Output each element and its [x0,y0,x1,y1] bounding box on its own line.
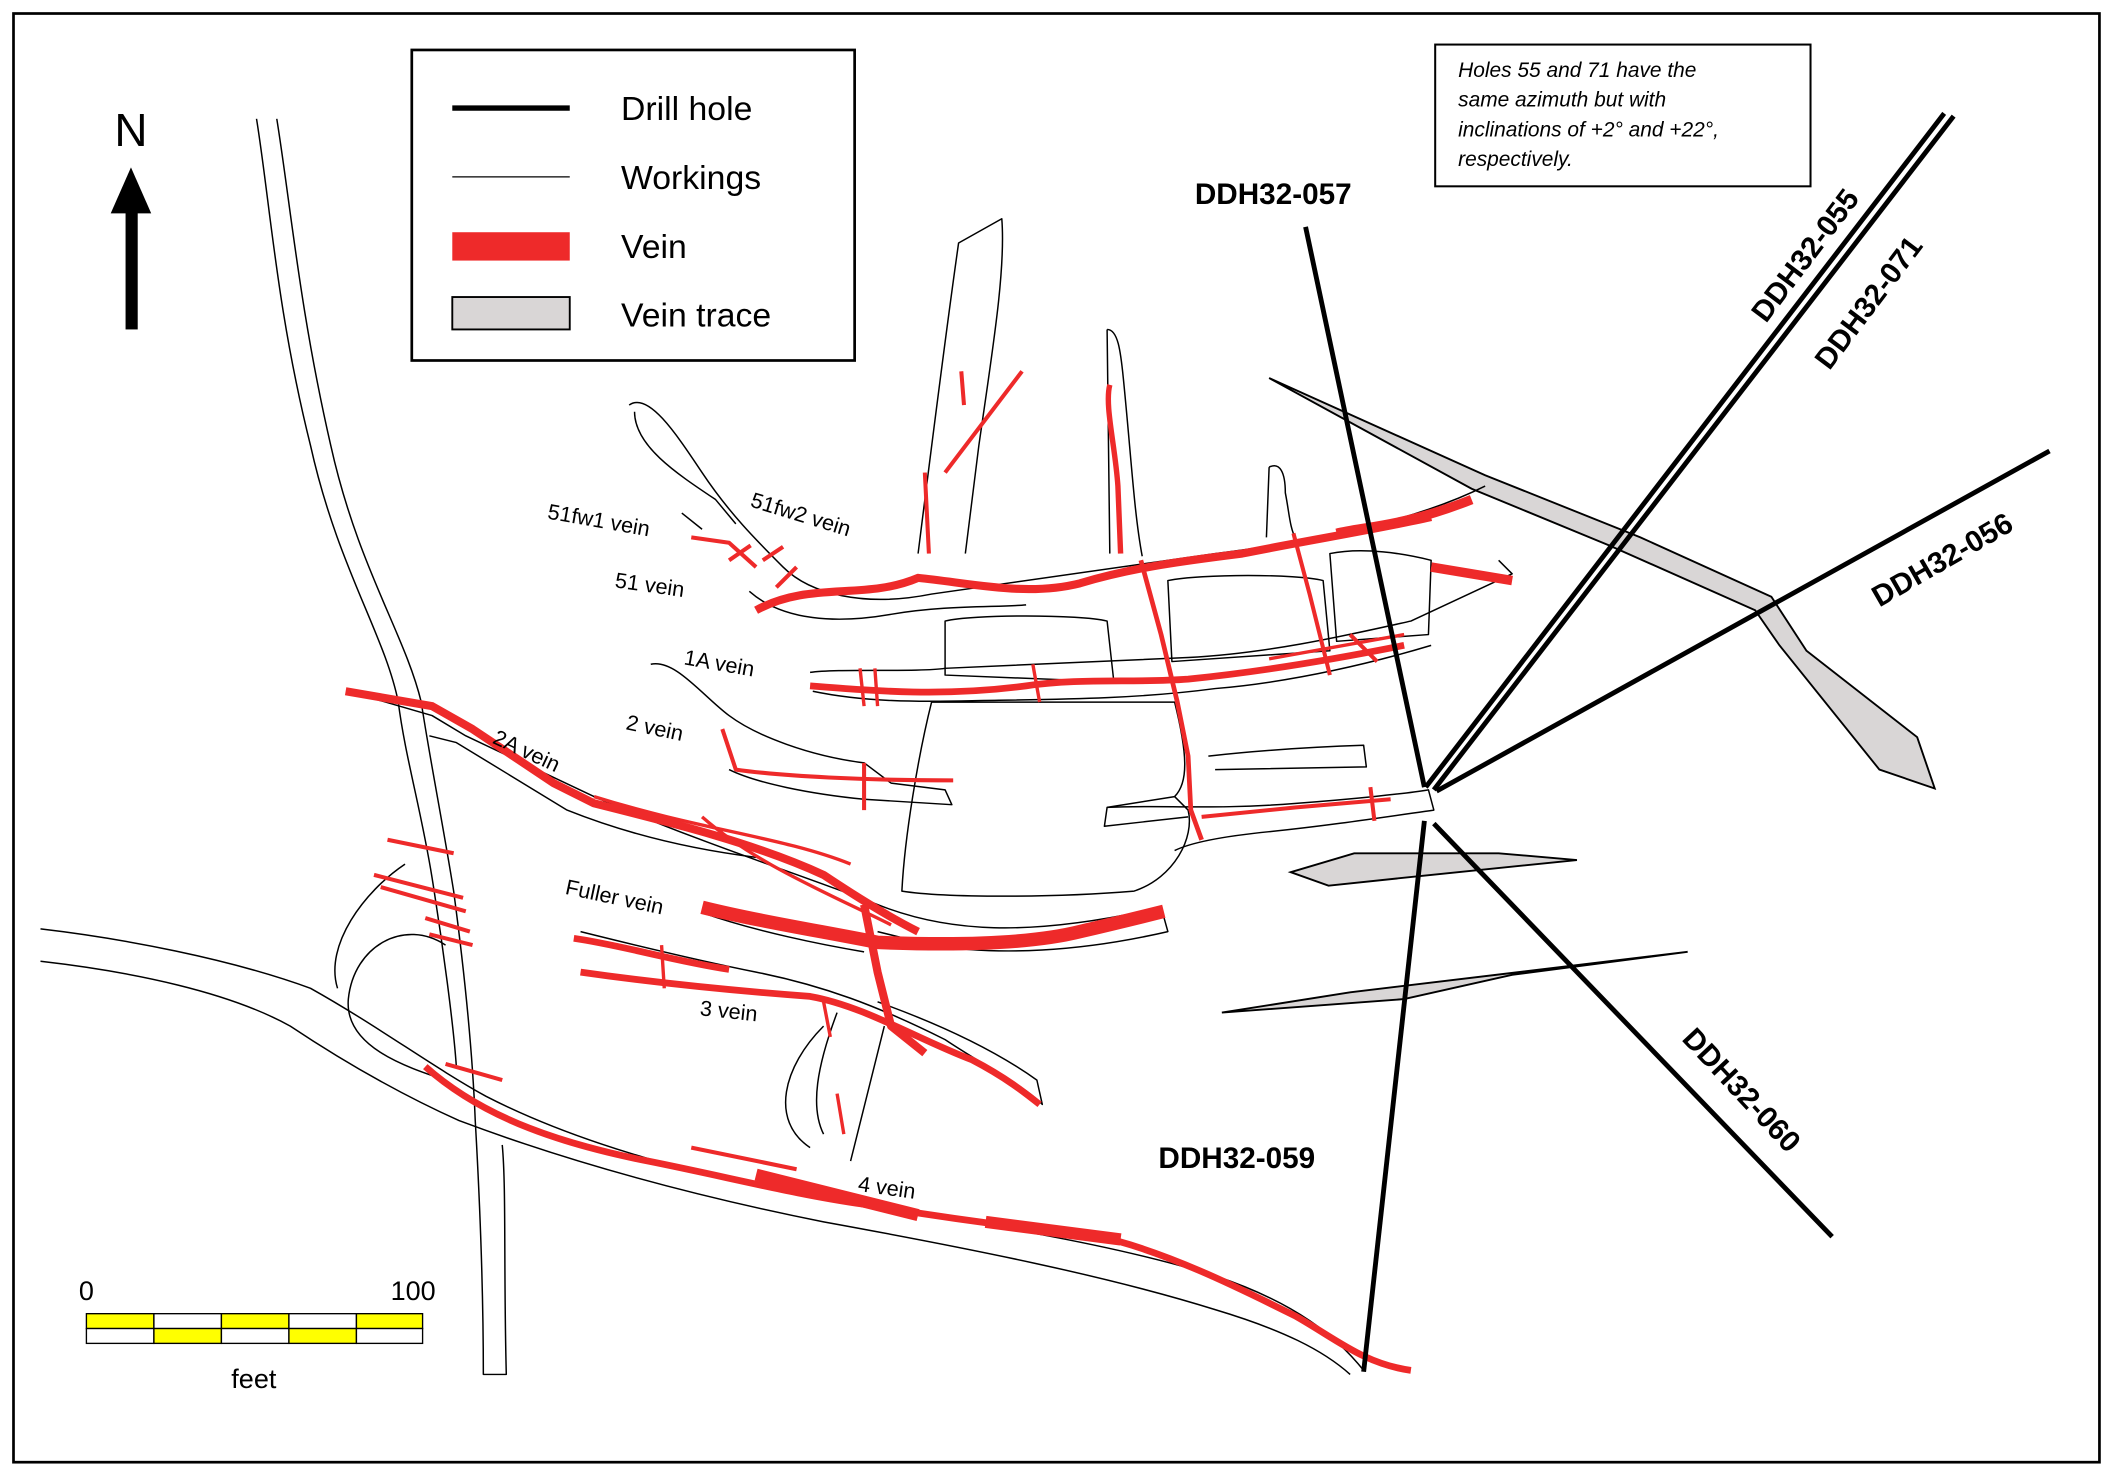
drill-hole-057 [1303,226,1427,788]
vein-east-drift [1201,786,1391,822]
main-drift-east [276,118,508,1376]
vein-4-branch [690,1145,797,1172]
drift-51 [628,401,1486,620]
note-line-3: inclinations of +2° and +22°, [1458,118,1719,141]
north-arrow: N [110,104,152,330]
drill-hole-056 [1435,448,2051,794]
central-room [901,701,1191,897]
north-arrow-shaft [125,202,138,330]
drill-hole-055 [1423,111,1947,789]
west-drift-lower [40,960,1351,1375]
raise-north-1 [917,217,1004,554]
raise-south [815,1012,886,1162]
drill-hole-071 [1431,114,1956,792]
vein-4-swell [754,1168,1122,1246]
vein-trace-2 [1287,852,1578,887]
vein-51fw [690,535,799,589]
legend-drill-hole-label: Drill hole [621,90,752,128]
vein-1a [809,642,1405,696]
map-border [12,12,2101,1464]
legend-workings-label: Workings [621,159,761,197]
scale-min-label: 0 [79,1276,94,1306]
vein-1a-cross [858,632,1405,707]
vein-51 [754,513,1433,614]
note-box: Holes 55 and 71 have the same azimuth bu… [1434,43,1812,188]
north-label: N [114,104,147,156]
north-arrow-head [110,167,152,214]
label-ddh32-057: DDH32-057 [1195,178,1352,211]
note-line-4: respectively. [1458,148,1573,171]
drill-holes [1303,111,2051,1373]
vein-cross-ns [1138,559,1204,841]
vein-2 [720,728,954,811]
label-3-vein: 3 vein [699,995,759,1026]
legend-vein-trace-label: Vein trace [621,297,771,335]
drill-hole-060 [1432,821,1834,1239]
vein-4 [423,1064,1412,1374]
vein-3-cross [659,944,846,1135]
loop-drift [334,863,446,1081]
crosscut-2a [348,690,1169,952]
vein-raise-2 [1105,384,1124,554]
scale-unit-label: feet [231,1364,277,1394]
veins [344,370,1513,1374]
drill-hole-059 [1361,820,1427,1373]
drift-3-loop [785,1025,825,1149]
vein-west-cross [373,837,503,1083]
drift-east [1107,744,1435,852]
raise-north-2 [1106,328,1143,557]
vein-raise-1 [922,370,1024,554]
scale-bar: 0 100 feet [79,1276,436,1394]
legend: Drill hole Workings Vein Vein trace [410,48,856,362]
legend-vein-trace-symbol [451,296,571,331]
note-line-1: Holes 55 and 71 have the [1458,59,1696,82]
scale-max-label: 100 [391,1276,436,1306]
vein-3 [573,935,1042,1108]
drift-2 [650,663,953,806]
pillar-block [944,550,1432,683]
note-line-2: same azimuth but with [1458,89,1666,112]
legend-vein-symbol [452,232,570,261]
vein-ns-center [860,903,928,1057]
legend-vein-label: Vein [621,228,687,266]
vein-51-east [1335,495,1513,586]
vein-2a [344,687,920,936]
vein-fuller [700,900,1166,951]
crosscut-2a-lower [429,735,757,859]
label-ddh32-059: DDH32-059 [1158,1142,1315,1175]
drift-fuller [580,911,1044,1106]
raise-north-3 [1265,465,1297,541]
